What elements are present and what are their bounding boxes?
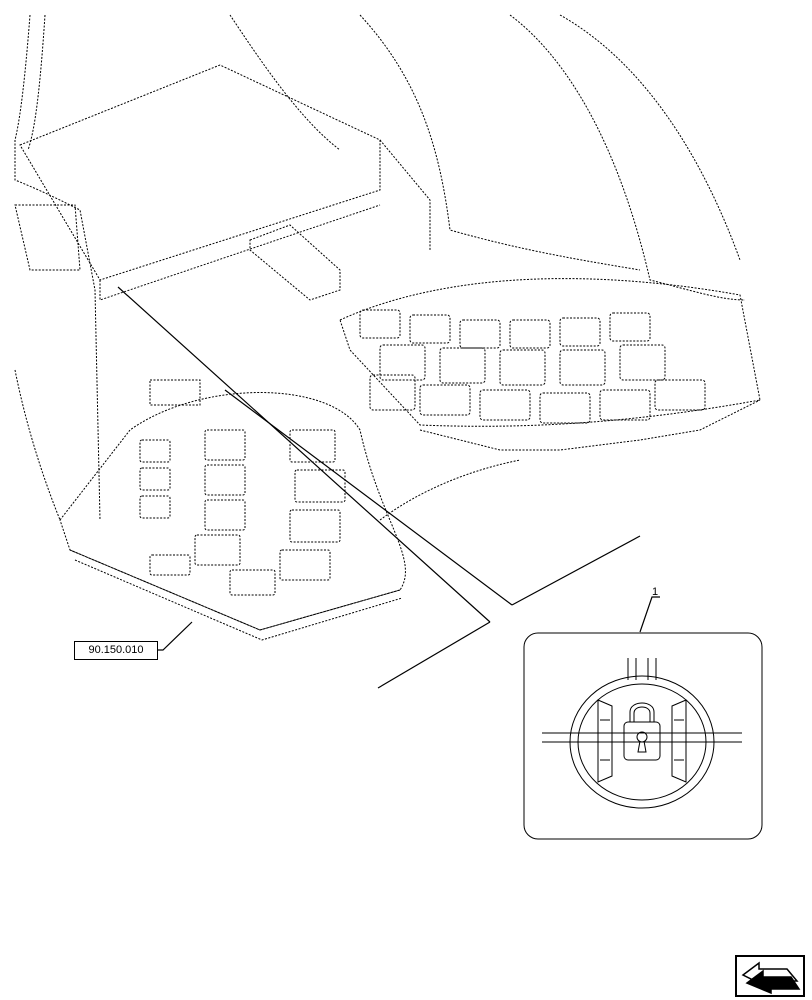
cab-lock-icon (542, 658, 742, 809)
callout-number: 1 (652, 586, 659, 598)
previous-page-arrow-icon (741, 961, 801, 995)
detail-panel (523, 632, 763, 840)
previous-page-button[interactable] (735, 955, 805, 997)
reference-label[interactable]: 90.150.010 (74, 641, 158, 660)
